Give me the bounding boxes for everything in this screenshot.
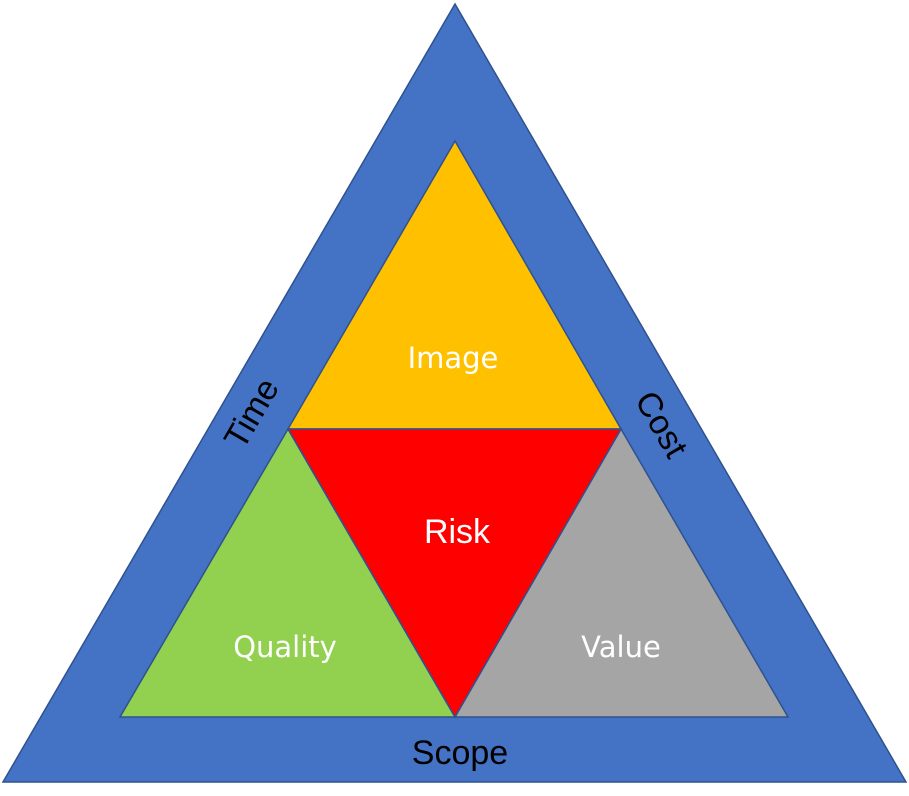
image-label: Image <box>408 341 499 375</box>
value-label: Value <box>581 630 661 664</box>
risk-label: Risk <box>424 513 491 551</box>
scope-label: Scope <box>412 734 508 772</box>
quality-label: Quality <box>233 630 337 664</box>
risk-triangle <box>286 428 623 719</box>
